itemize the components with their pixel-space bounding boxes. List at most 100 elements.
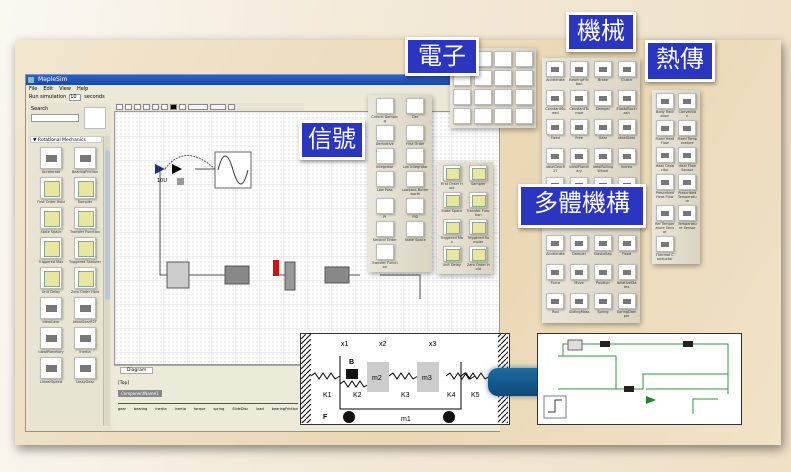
menu-help[interactable]: Help <box>76 86 89 92</box>
palette-block[interactable]: Heat Flow Sensor <box>678 147 698 172</box>
palette-block[interactable]: Critical Damping <box>371 98 399 123</box>
ellipse-tool-icon[interactable] <box>152 104 159 110</box>
palette-block[interactable]: Damper <box>569 235 590 262</box>
palette-block[interactable] <box>515 89 534 106</box>
palette-block[interactable]: First Order <box>402 125 430 146</box>
palette-block[interactable]: Integrator <box>371 148 399 169</box>
palette-block[interactable]: RelativeStates <box>616 264 637 291</box>
text-tool-icon[interactable] <box>125 104 132 110</box>
pen-icon[interactable] <box>179 104 186 110</box>
palette-block[interactable]: LinearSpeed <box>34 357 68 384</box>
palette-block[interactable]: IdealGear <box>616 119 637 146</box>
palette-block[interactable]: ConstantTorque <box>569 90 590 117</box>
tree-node[interactable]: bearing <box>133 407 148 411</box>
palette-block[interactable] <box>515 70 534 87</box>
run-simulation-button[interactable]: Run simulation <box>29 94 67 100</box>
palette-block[interactable]: Heat Capacitor <box>655 147 675 172</box>
palette-block[interactable]: IdealRollingWheel <box>593 148 614 175</box>
grid-icon[interactable] <box>210 104 226 110</box>
tree-node[interactable]: SlideDisc <box>232 407 249 411</box>
palette-block[interactable]: IdealGearR2T <box>545 148 566 175</box>
palette-block[interactable] <box>515 108 534 125</box>
palette-block[interactable]: Prescribed Temperature <box>678 174 698 203</box>
palette-block[interactable]: SpringDamper <box>616 293 637 320</box>
tree-node[interactable]: inertia <box>155 407 167 411</box>
palette-block[interactable]: Fixed Temperature <box>678 120 697 145</box>
palette-block[interactable]: Gear <box>593 119 614 146</box>
library-header[interactable]: ▼ Rotational Mechanics <box>30 136 102 143</box>
palette-block[interactable]: Brake <box>593 61 614 88</box>
palette-block[interactable] <box>515 51 534 68</box>
palette-block[interactable] <box>494 89 513 106</box>
palette-block[interactable]: First Order Hold <box>440 165 464 190</box>
palette-block[interactable]: Convection <box>678 93 698 118</box>
palette-block[interactable]: Transfer Function <box>371 244 399 269</box>
palette-block[interactable] <box>473 108 492 125</box>
palette-block[interactable] <box>494 51 513 68</box>
palette-block[interactable]: Lowpass Butterworth <box>402 171 430 196</box>
palette-block[interactable]: Sampler <box>467 165 491 190</box>
palette-block[interactable]: PI <box>371 198 399 219</box>
palette-block[interactable]: Accelerate <box>34 147 68 174</box>
palette-block[interactable]: Triggered Sampler <box>68 237 102 264</box>
palette-block[interactable]: Inertia <box>68 327 102 354</box>
palette-block[interactable]: Sampler <box>68 177 102 204</box>
rect-tool-icon[interactable] <box>143 104 150 110</box>
library-scrollbar[interactable] <box>103 136 110 426</box>
palette-block[interactable]: Transfer Function <box>68 207 102 234</box>
tree-node[interactable]: inertia <box>174 407 186 411</box>
palette-block[interactable]: IdealPlanetary <box>34 327 68 354</box>
palette-block[interactable]: IdealGear <box>34 297 68 324</box>
palette-block[interactable]: State Space <box>34 207 68 234</box>
palette-block[interactable] <box>494 70 513 87</box>
palette-block[interactable]: Accelerate <box>545 235 566 262</box>
line-style-icon[interactable] <box>188 104 208 110</box>
palette-block[interactable]: Low Pass <box>371 171 399 196</box>
sim-time-input[interactable]: 10 <box>69 94 82 101</box>
palette-block[interactable]: First Order Hold <box>34 177 68 204</box>
palette-block[interactable]: Inertia <box>616 148 637 175</box>
palette-block[interactable]: Zero Order Hold <box>68 267 102 294</box>
palette-block[interactable]: State Space <box>402 221 430 242</box>
palette-block[interactable]: Rod <box>545 293 566 320</box>
palette-block[interactable]: Unit Delay <box>34 267 68 294</box>
tree-node[interactable]: torque <box>193 407 206 411</box>
palette-block[interactable]: Unit Delay <box>440 246 464 271</box>
palette-block[interactable]: Triggered Max <box>34 237 68 264</box>
palette-block[interactable]: ConstantSpeed <box>545 90 566 117</box>
tree-node[interactable]: spring <box>213 407 225 411</box>
menu-edit[interactable]: Edit <box>43 86 54 92</box>
palette-block[interactable]: Triggered Max <box>440 219 464 244</box>
palette-block[interactable] <box>494 108 513 125</box>
palette-block[interactable]: Fixed <box>545 119 566 146</box>
palette-block[interactable] <box>452 108 471 125</box>
palette-block[interactable]: SlidingMass <box>569 293 590 320</box>
palette-block[interactable]: Position <box>593 264 614 291</box>
tree-node[interactable]: load <box>256 407 264 411</box>
palette-block[interactable]: Thermal Conductor <box>655 236 675 261</box>
palette-block[interactable]: State Space <box>440 192 464 217</box>
tree-node[interactable]: gear <box>118 407 126 411</box>
palette-block[interactable]: Triggered Sampler <box>467 219 491 244</box>
color-icon[interactable] <box>170 104 177 110</box>
line-tool-icon[interactable] <box>134 104 141 110</box>
scroll-thumb[interactable] <box>105 150 110 300</box>
palette-block[interactable]: BearingFriction <box>569 61 590 88</box>
palette-block[interactable]: Fixed <box>616 235 637 262</box>
palette-block[interactable]: LossyGear <box>68 357 102 384</box>
palette-block[interactable]: Rel Temperature Sensor <box>655 205 675 234</box>
palette-block[interactable]: Derivative <box>371 125 399 146</box>
zoom-icon[interactable] <box>161 104 168 110</box>
palette-block[interactable]: ElastoBacklash <box>616 90 637 117</box>
menu-file[interactable]: File <box>29 86 38 92</box>
tab-diagram[interactable]: Diagram <box>120 367 154 374</box>
palette-block[interactable]: Lim Integrator <box>402 148 430 169</box>
palette-block[interactable]: Body Radiation <box>655 93 675 118</box>
palette-block[interactable]: Fixed Heat Flow <box>655 120 675 145</box>
pointer-tool-icon[interactable] <box>116 104 123 110</box>
palette-block[interactable]: Free <box>569 119 590 146</box>
palette-block[interactable]: Clutch <box>616 61 637 88</box>
palette-block[interactable]: Move <box>569 264 590 291</box>
palette-block[interactable]: IdealGearR2T <box>68 297 102 324</box>
palette-block[interactable]: Accelerate <box>545 61 566 88</box>
